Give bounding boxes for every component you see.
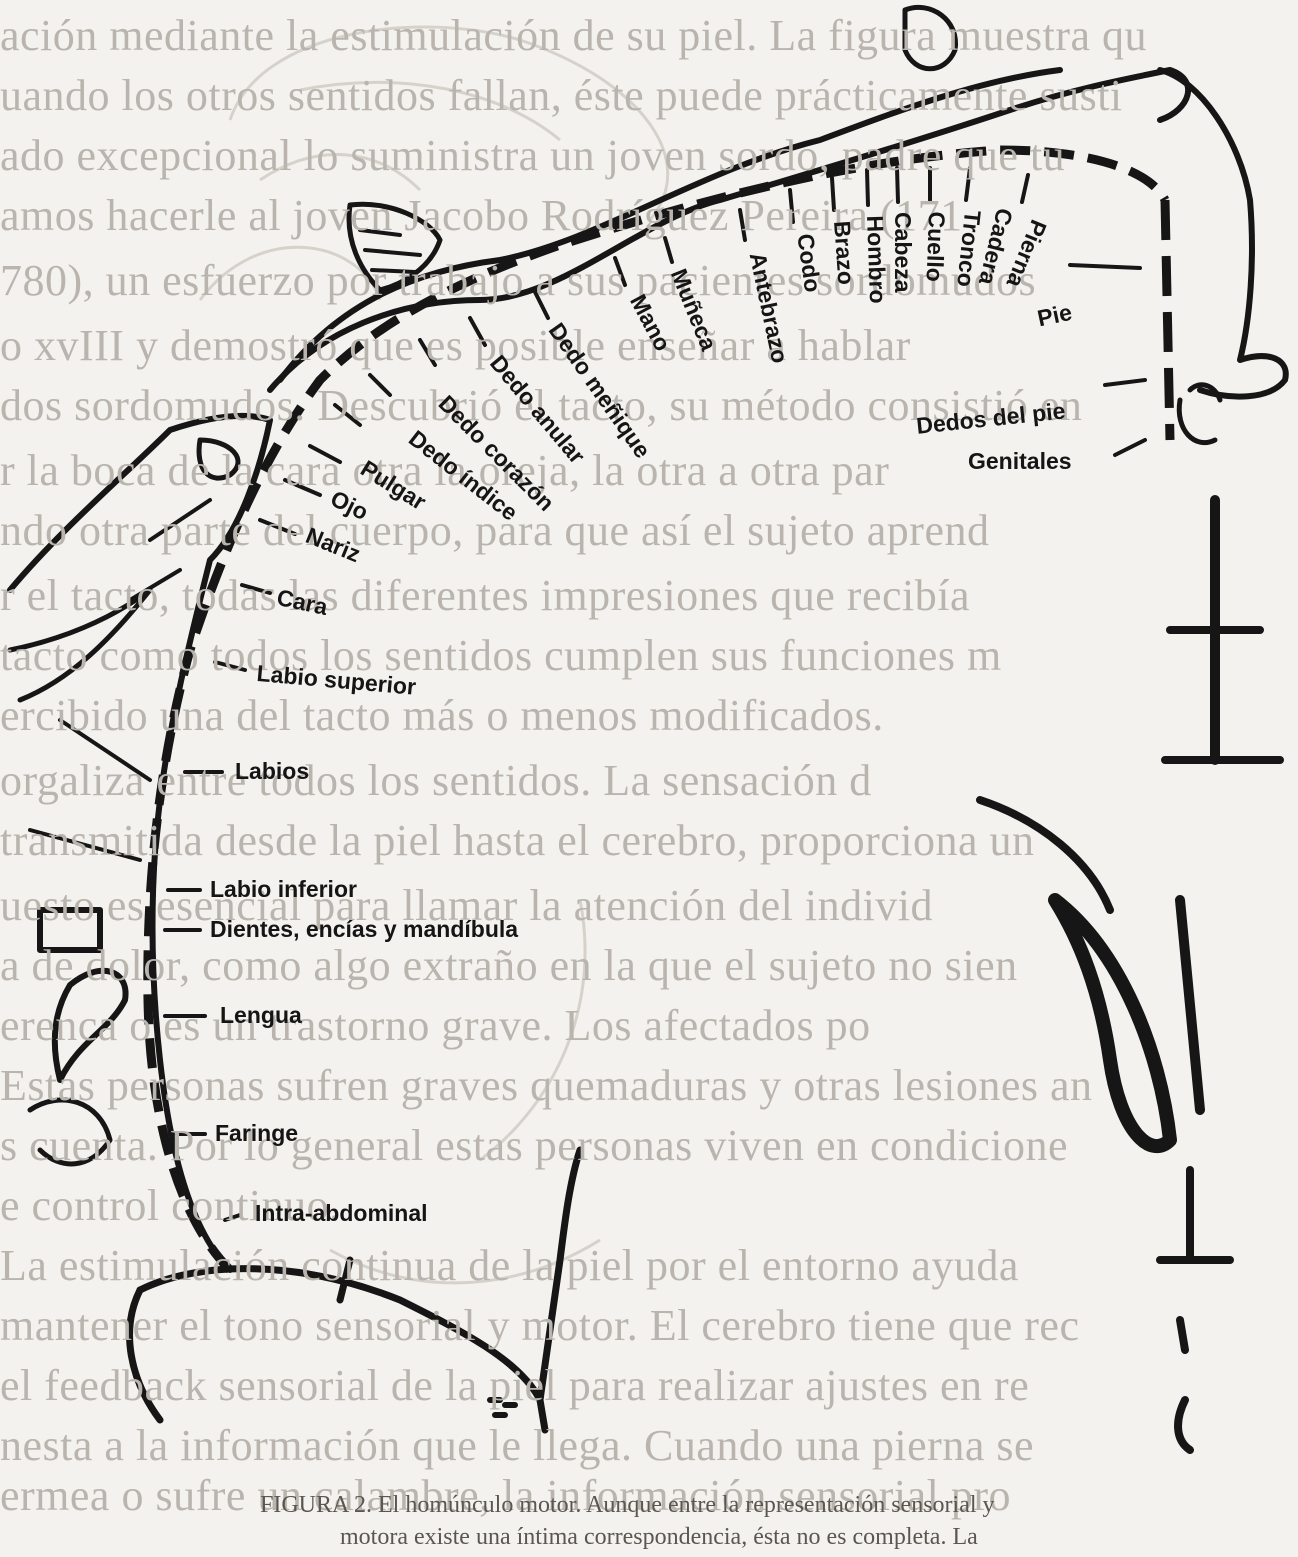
label-genitales: Genitales: [968, 448, 1072, 475]
bg-line: e control continuo.: [0, 1180, 1298, 1231]
label-brazo: Brazo: [828, 220, 859, 286]
bg-line: ado excepcional lo suministra un joven s…: [0, 130, 1298, 181]
label-labio-inferior: Labio inferior: [210, 876, 357, 903]
bg-line: Estas personas sufren graves quemaduras …: [0, 1060, 1298, 1111]
bg-line: dos sordomudos. Descubrió el tacto, su m…: [0, 380, 1298, 431]
bg-line: ndo otra parte del cuerpo, para que así …: [0, 505, 1298, 556]
label-hombro: Hombro: [861, 215, 891, 304]
figure-caption-line-1: FIGURA 2. El homúnculo motor. Aunque ent…: [260, 1492, 995, 1519]
bg-line: r la boca de la cara otra la oreja, la o…: [0, 445, 1298, 496]
bg-line: tacto como todos los sentidos cumplen su…: [0, 630, 1298, 681]
bg-line: nesta a la información que le llega. Cua…: [0, 1420, 1298, 1471]
bg-line: a de dolor, como algo extraño en la que …: [0, 940, 1298, 991]
label-labios: Labios: [235, 758, 309, 785]
label-dientes: Dientes, encías y mandíbula: [210, 916, 518, 943]
bg-line: el feedback sensorial de la piel para re…: [0, 1360, 1298, 1411]
bg-line: amos hacerle al joven Jacobo Rodríguez P…: [0, 190, 1298, 241]
bg-line: transmitida desde la piel hasta el cereb…: [0, 815, 1298, 866]
bg-line: La estimulación continua de la piel por …: [0, 1240, 1298, 1291]
bg-line: s cuenta. Por lo general estas personas …: [0, 1120, 1298, 1171]
bg-line: erenca o es un trastorno grave. Los afec…: [0, 1000, 1298, 1051]
bg-line: mantener el tono sensorial y motor. El c…: [0, 1300, 1298, 1351]
label-lengua: Lengua: [220, 1002, 302, 1029]
bg-line: ercibido una del tacto más o menos modif…: [0, 690, 1298, 741]
figure-caption-line-2: motora existe una íntima correspondencia…: [340, 1524, 978, 1551]
bg-line: r el tacto, todas las diferentes impresi…: [0, 570, 1298, 621]
label-cabeza: Cabeza: [889, 212, 916, 293]
bg-line: uando los otros sentidos fallan, éste pu…: [0, 70, 1298, 121]
label-cuello: Cuello: [921, 211, 950, 282]
label-intra-abdominal: Intra-abdominal: [255, 1200, 428, 1227]
label-faringe: Faringe: [215, 1120, 298, 1147]
bg-line: ación mediante la estimulación de su pie…: [0, 10, 1298, 61]
bg-line: uesto es esencial para llamar la atenció…: [0, 880, 1298, 931]
bg-line: orgaliza entre todos los sentidos. La se…: [0, 755, 1298, 806]
